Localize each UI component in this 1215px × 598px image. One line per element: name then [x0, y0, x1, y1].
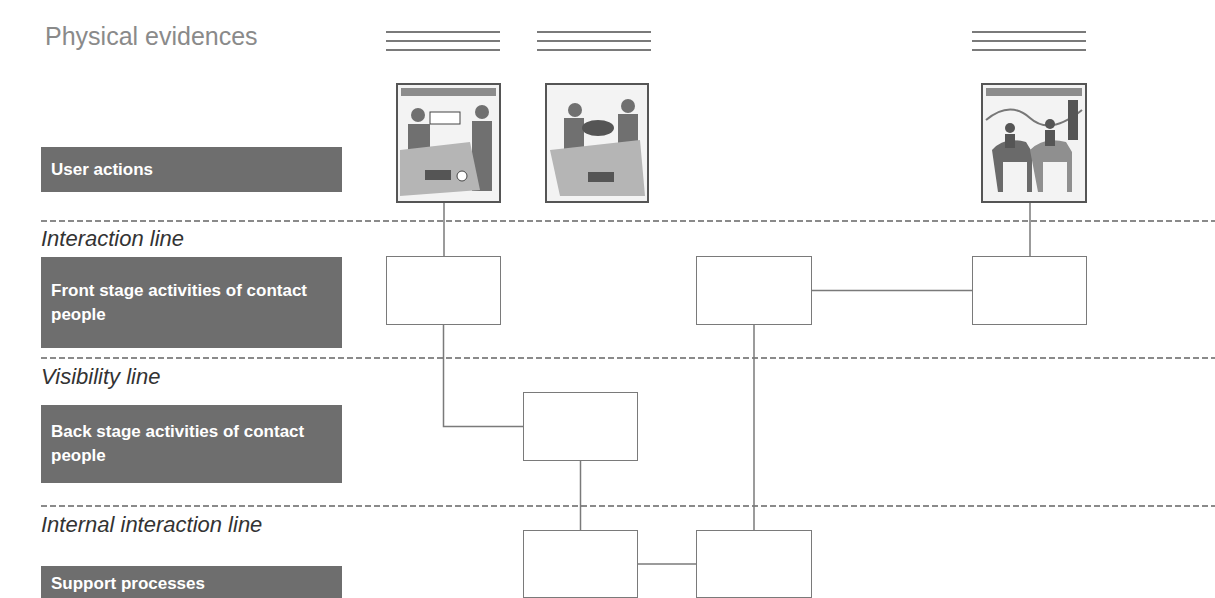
lane-label-text: Support processes — [51, 572, 332, 596]
user-action-illustration — [546, 84, 648, 202]
connector — [580, 461, 582, 530]
user-action-illustration — [397, 84, 500, 202]
activity-box — [696, 256, 812, 325]
user-action-illustration — [982, 84, 1086, 202]
lane-label: Support processes — [41, 566, 342, 598]
line-label: Internal interaction line — [41, 512, 262, 538]
lane-label-text: User actions — [51, 158, 332, 182]
action-link — [444, 203, 1030, 256]
lane-label: Front stage activities of contact people — [41, 257, 342, 348]
lane-label-text: Front stage activities of contact people — [51, 279, 332, 327]
lane-label: User actions — [41, 147, 342, 192]
connector — [444, 325, 524, 427]
swimlane-lines — [41, 221, 1215, 506]
activity-box — [696, 530, 812, 598]
activity-box — [386, 256, 501, 325]
activity-box — [972, 256, 1087, 325]
connector — [812, 290, 972, 292]
activity-box — [523, 530, 638, 598]
line-label: Interaction line — [41, 226, 184, 252]
row-label: Physical evidences — [45, 22, 258, 51]
lane-label-text: Back stage activities of contact people — [51, 420, 332, 468]
connector — [753, 325, 755, 530]
line-label: Visibility line — [41, 364, 160, 390]
lane-label: Back stage activities of contact people — [41, 405, 342, 483]
connector — [638, 563, 696, 565]
evidence-symbols — [386, 32, 1086, 50]
activity-box — [523, 392, 638, 461]
